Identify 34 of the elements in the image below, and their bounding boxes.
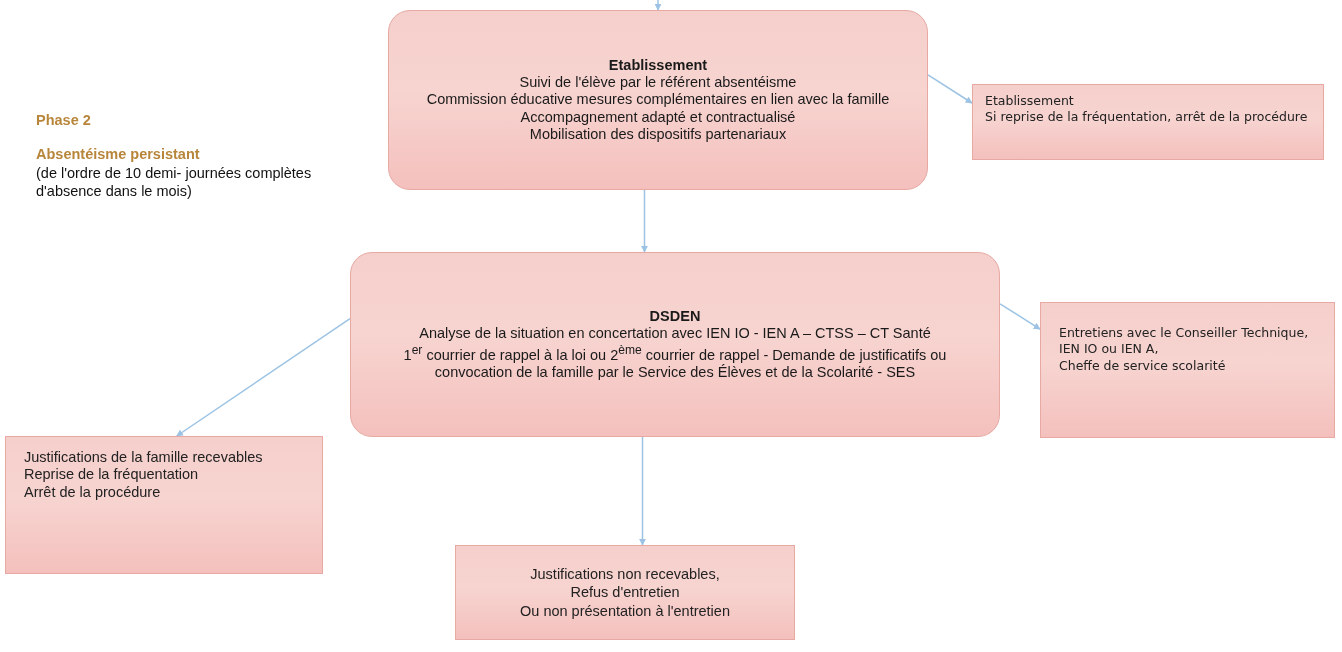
rounded-process-box [350,252,1000,437]
process-box [5,436,323,574]
box-text: Etablissement [985,93,1075,110]
box-text: Ou non présentation à l'entretien [520,601,730,620]
box-text: Entretiens avec le Conseiller Technique, [1059,325,1310,342]
box-text: Commission éducative mesures complémentaires en lien avec la famille [425,91,891,109]
box-text: Refus d'entretien [570,583,680,602]
process-box [1040,302,1335,438]
box-text: Accompagnement adapté et contractualisé [519,108,797,127]
arrow [654,0,662,11]
phase-heading: Absentéisme persistant [36,145,201,164]
arrow [175,317,351,437]
arrow [927,74,973,104]
box-text: Justifications non recevables, [530,565,720,584]
phase-label: Phase 2 [36,111,92,130]
process-box [455,545,795,640]
box-text: Suivi de l'élève par le référent absentéisme [518,73,798,92]
box-text: Si reprise de la fréquentation, arrêt de la procédure [985,109,1309,126]
box-text: IEN IO ou IEN A, [1059,341,1160,358]
box-text: Mobilisation des dispositifs partenariaux [528,126,788,144]
arrow [641,189,648,253]
rounded-process-box [388,10,928,190]
box-text: 1$^{er}$ courrier de rappel à la loi ou 2$^{ème}$ courrier de rappel - Demande de justificatifs ou convocation de la famille par le Service des Élèves et de la Scolarité - SES [402,342,948,382]
arrow [999,303,1041,330]
box-heading: Etablissement [607,56,709,74]
phase-note: (de l'ordre de 10 demi- journées complètes d'absence dans le mois) [36,164,313,201]
box-text: Analyse de la situation en concertation avec IEN IO - IEN A – CTSS – CT Santé [418,325,932,343]
arrow [639,436,646,546]
process-box [972,84,1324,160]
box-text: Justifications de la famille recevables [24,449,264,467]
box-text: Arrêt de la procédure [24,483,162,502]
box-text: Cheffe de service scolarité [1059,357,1227,374]
box-text: Reprise de la fréquentation [24,466,200,484]
box-heading: DSDEN [648,307,702,326]
